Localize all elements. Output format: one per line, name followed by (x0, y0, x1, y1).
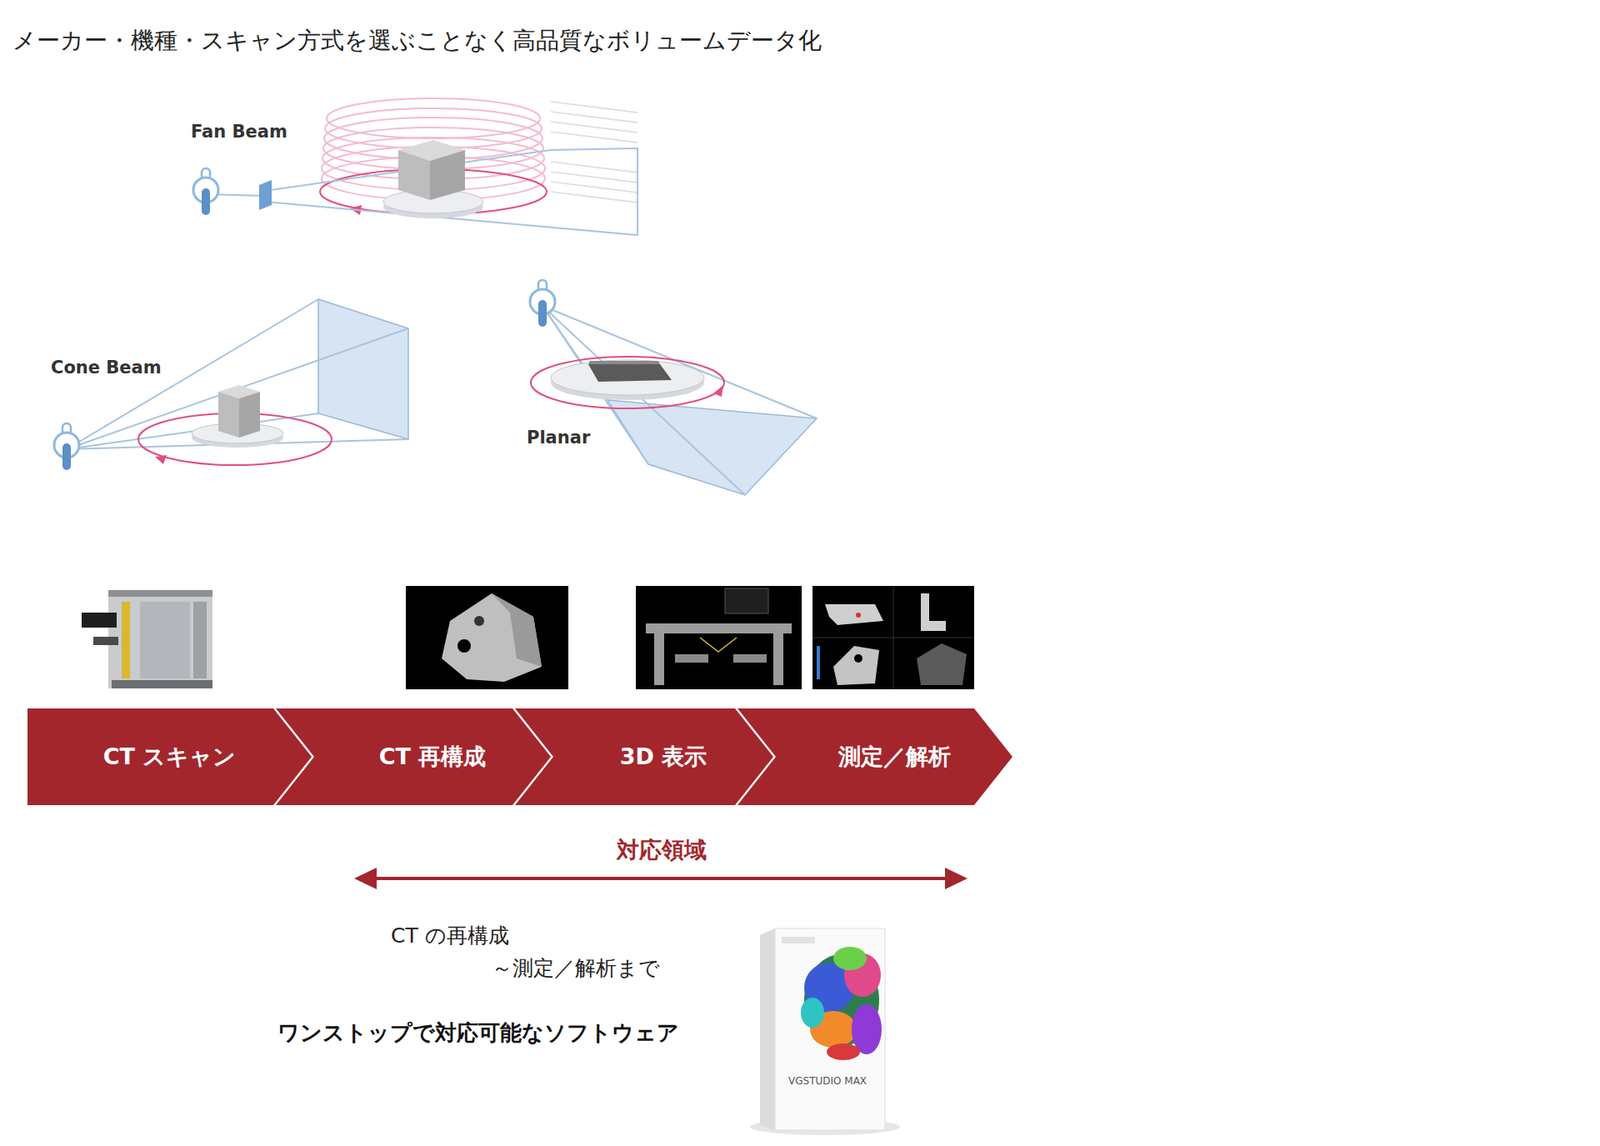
text-label: ～測定／解析まで (491, 954, 660, 982)
text-label: VGSTUDIO MAX (788, 1075, 867, 1087)
text-label: ワンストップで対応可能なソフトウェア (277, 1018, 680, 1048)
planar-figure (530, 280, 817, 495)
chevron-content: CT 再構成 (275, 708, 551, 805)
chevron-fill (275, 708, 551, 805)
chevron-fill (515, 708, 774, 805)
chevron-fill (27, 708, 312, 805)
text-label: Fan Beam (190, 121, 288, 142)
diagram-title: メーカー・機種・スキャン方式を選ぶことなく高品質なボリュームデータ化 (12, 25, 822, 57)
text-label: 対応領域 (616, 835, 707, 865)
process-chevron: CT スキャン (27, 708, 312, 805)
ct-machine-photo (81, 590, 213, 689)
chevron-content: 3D 表示 (515, 708, 774, 805)
text-label: Cone Beam (50, 357, 162, 378)
step-label: CT 再構成 (379, 741, 487, 772)
chevron-content: 測定／解析 (737, 708, 1013, 805)
chevron-fill (737, 708, 1013, 805)
text-label: CT の再構成 (390, 921, 510, 950)
software-box (750, 928, 900, 1135)
step-label: 測定／解析 (838, 741, 951, 772)
analysis-image (812, 585, 975, 690)
process-chevron: CT 再構成 (275, 708, 551, 805)
chevron-content: CT スキャン (27, 708, 312, 805)
text-label: Planar (526, 427, 590, 448)
process-chevron: 3D 表示 (515, 708, 774, 805)
3d-view-image (635, 585, 802, 690)
step-label: 3D 表示 (620, 741, 708, 772)
step-label: CT スキャン (103, 741, 237, 772)
fan-beam-figure (193, 98, 638, 235)
cone-beam-figure (54, 299, 409, 470)
process-chevron: 測定／解析 (737, 708, 1013, 805)
range-arrow (354, 867, 968, 890)
reconstruction-image (405, 585, 569, 690)
